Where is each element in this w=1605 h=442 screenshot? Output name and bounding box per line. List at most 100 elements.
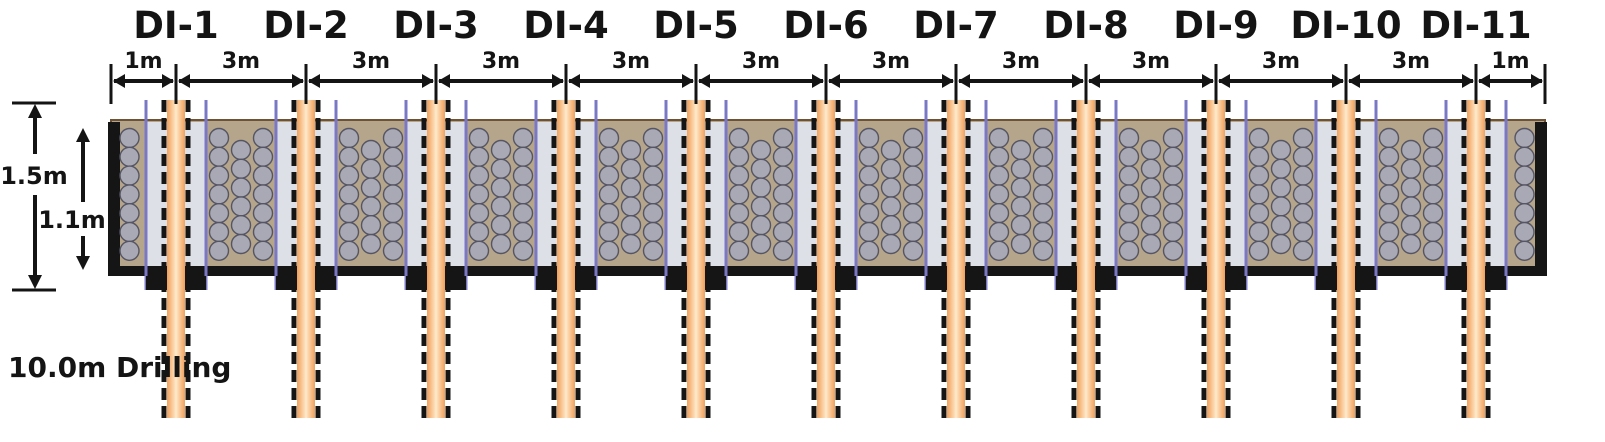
- arrow-head: [308, 74, 320, 88]
- gravel-stone: [512, 165, 534, 186]
- gravel-stone: [1270, 158, 1292, 180]
- gravel-stone: [750, 196, 772, 217]
- gravel-stone: [230, 139, 252, 161]
- probe-label: DI-5: [653, 4, 739, 47]
- gravel-stone: [382, 127, 404, 149]
- gravel-stone: [338, 240, 360, 262]
- gravel-stone: [1378, 165, 1400, 186]
- gravel-stone: [728, 221, 750, 243]
- gravel-stone: [1118, 184, 1140, 205]
- arrow-head: [1478, 74, 1490, 88]
- gravel-stone: [208, 202, 230, 224]
- gravel-stone: [642, 165, 664, 186]
- spacing-label: 3m: [1132, 49, 1170, 74]
- gravel-stone: [1162, 221, 1184, 243]
- gravel-stone: [1514, 202, 1535, 224]
- gravel-stone: [728, 165, 750, 186]
- gravel-stone: [858, 146, 880, 168]
- arrow-head: [1531, 74, 1543, 88]
- gravel-stone: [772, 221, 794, 243]
- gravel-stone: [1032, 240, 1054, 262]
- spacing-label: 3m: [222, 49, 260, 74]
- gravel-stone: [750, 177, 772, 198]
- gravel-stone: [230, 233, 252, 255]
- gravel-stone: [1010, 158, 1032, 180]
- gravel-stone: [490, 139, 512, 161]
- probe-label: DI-7: [913, 4, 999, 47]
- gravel-stone: [230, 177, 252, 198]
- gravel-stone: [1032, 127, 1054, 149]
- gravel-stone: [1378, 146, 1400, 168]
- probe-label: DI-11: [1420, 4, 1531, 47]
- gravel-stone: [1292, 184, 1314, 205]
- gravel-stone: [728, 127, 750, 149]
- gravel-stone: [1010, 139, 1032, 161]
- gravel-stone: [468, 146, 490, 168]
- gravel-stone: [382, 165, 404, 186]
- gravel-stone: [642, 184, 664, 205]
- arrow-head: [1202, 74, 1214, 88]
- arrow-head: [682, 74, 694, 88]
- gravel-stone: [1292, 221, 1314, 243]
- gravel-stone: [1032, 146, 1054, 168]
- arrow-head: [1462, 74, 1474, 88]
- gravel-stone: [208, 184, 230, 205]
- gravel-stone: [338, 146, 360, 168]
- gravel-stone: [230, 196, 252, 217]
- gravel-stone: [1248, 221, 1270, 243]
- arrow-head: [1088, 74, 1100, 88]
- gravel-stone: [902, 221, 924, 243]
- arrow-head: [812, 74, 824, 88]
- gravel-stone: [1514, 165, 1535, 186]
- gravel-stone: [208, 221, 230, 243]
- arrow-head: [1218, 74, 1230, 88]
- arrow-head: [76, 128, 90, 142]
- gravel-stone: [728, 240, 750, 262]
- gravel-stone: [512, 202, 534, 224]
- gravel-stone: [468, 127, 490, 149]
- gravel-stone: [1032, 184, 1054, 205]
- gravel-stone: [1514, 221, 1535, 243]
- gravel-stone: [252, 127, 274, 149]
- total-depth-label: 1.5m: [0, 162, 68, 190]
- gravel-stone: [858, 127, 880, 149]
- gravel-stone: [858, 221, 880, 243]
- gravel-stone: [360, 158, 382, 180]
- gravel-stone: [620, 177, 642, 198]
- gravel-stone: [512, 221, 534, 243]
- gravel-stone: [1514, 240, 1535, 262]
- gravel-stone: [880, 196, 902, 217]
- gravel-stone: [1292, 202, 1314, 224]
- spacing-label: 3m: [1262, 49, 1300, 74]
- gravel-stone: [620, 196, 642, 217]
- arrow-head: [162, 74, 174, 88]
- gravel-stone: [598, 184, 620, 205]
- gravel-stone: [1292, 146, 1314, 168]
- gravel-stone: [880, 214, 902, 236]
- gravel-stone: [880, 139, 902, 161]
- gravel-stone: [988, 184, 1010, 205]
- gravel-stone: [382, 221, 404, 243]
- gravel-stone: [252, 184, 274, 205]
- gravel-stone: [988, 165, 1010, 186]
- gravel-stone: [382, 146, 404, 168]
- gravel-stone: [902, 165, 924, 186]
- gravel-stone: [858, 240, 880, 262]
- gravel-stone: [1422, 184, 1444, 205]
- gravel-stone: [1292, 127, 1314, 149]
- gravel-stone: [598, 221, 620, 243]
- gravel-stone: [1400, 177, 1422, 198]
- gravel-stone: [1248, 202, 1270, 224]
- gravel-stone: [902, 202, 924, 224]
- gravel-stone: [252, 240, 274, 262]
- gravel-stone: [1140, 177, 1162, 198]
- gravel-stone: [858, 165, 880, 186]
- gravel-stone: [1248, 240, 1270, 262]
- gravel-stone: [880, 233, 902, 255]
- gravel-stone: [1248, 184, 1270, 205]
- gravel-stone: [490, 158, 512, 180]
- gravel-stone: [728, 146, 750, 168]
